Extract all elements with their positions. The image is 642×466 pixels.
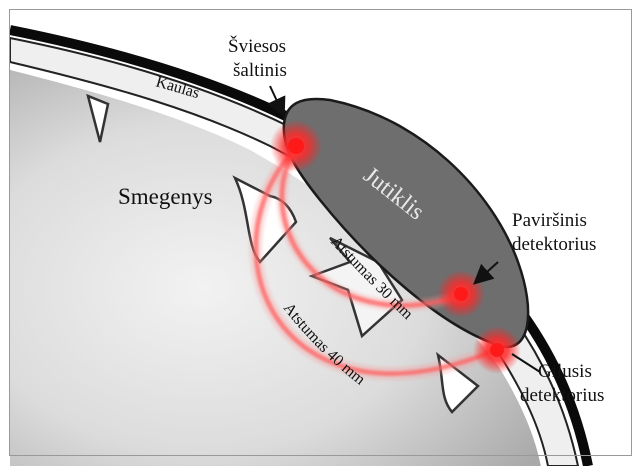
brain-label: Smegenys (118, 184, 213, 209)
deep-detector-label-line1: Gilusis (538, 361, 592, 382)
surface-detector-label-line1: Paviršinis (512, 210, 587, 231)
light-source-label-line2: šaltinis (233, 60, 287, 81)
surface-detector-label-line2: detektorius (512, 234, 596, 255)
light-source-label-line1: Šviesos (228, 35, 286, 57)
deep-detector-label-line2: detektorius (520, 385, 604, 406)
